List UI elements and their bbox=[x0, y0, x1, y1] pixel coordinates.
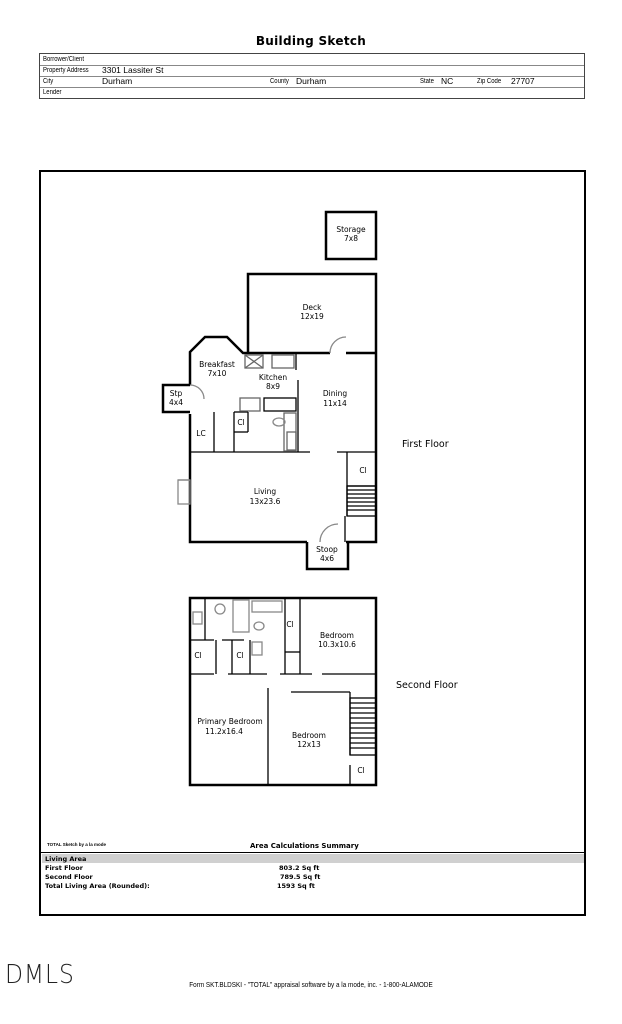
summary-row-value: 803.2 Sq ft bbox=[279, 864, 320, 872]
room-cl-up2: Cl bbox=[194, 651, 201, 660]
room-cl-up4: Cl bbox=[357, 766, 364, 775]
address-label: Property Address bbox=[43, 67, 89, 74]
room-bedroom1-size: 10.3x10.6 bbox=[318, 640, 356, 649]
room-dining: Dining bbox=[323, 389, 347, 398]
lender-row: Lender bbox=[40, 87, 584, 98]
room-primary-bedroom: Primary Bedroom bbox=[197, 717, 262, 726]
summary-row-value: 789.5 Sq ft bbox=[280, 873, 321, 881]
living-area-band bbox=[42, 854, 584, 863]
county-value: Durham bbox=[296, 76, 327, 86]
living-area-heading: Living Area bbox=[45, 855, 87, 863]
summary-row-label: First Floor bbox=[45, 864, 83, 872]
room-stp: Stp bbox=[170, 389, 183, 398]
storage-outline bbox=[324, 210, 378, 261]
room-primary-bedroom-size: 11.2x16.4 bbox=[205, 727, 243, 736]
room-living: Living bbox=[254, 487, 277, 496]
room-breakfast: Breakfast bbox=[199, 360, 235, 369]
room-cl-up1: Cl bbox=[286, 620, 293, 629]
zip-label: Zip Code bbox=[477, 78, 502, 85]
footer-text: Form SKT.BLDSKI - "TOTAL" appraisal soft… bbox=[189, 980, 433, 989]
room-deck: Deck bbox=[303, 303, 323, 312]
room-cl-kitchen: Cl bbox=[237, 418, 244, 427]
summary-divider bbox=[40, 852, 585, 853]
second-floor-label: Second Floor bbox=[396, 680, 458, 691]
city-value: Durham bbox=[102, 76, 133, 86]
first-floor-label: First Floor bbox=[402, 439, 449, 450]
dmls-watermark: DMLS bbox=[5, 960, 75, 990]
state-label: State bbox=[420, 78, 434, 85]
room-living-size: 13x23.6 bbox=[250, 497, 281, 506]
room-storage-size: 7x8 bbox=[344, 234, 358, 243]
room-cl-up3: Cl bbox=[236, 651, 243, 660]
deck-outline bbox=[246, 272, 378, 353]
summary-row-label: Second Floor bbox=[45, 873, 93, 881]
address-value: 3301 Lassiter St bbox=[102, 65, 164, 75]
sketch-frame bbox=[39, 170, 586, 916]
room-stoop-size: 4x6 bbox=[320, 554, 334, 563]
room-bedroom2-size: 12x13 bbox=[297, 740, 321, 749]
room-stoop: Stoop bbox=[316, 545, 338, 554]
room-kitchen: Kitchen bbox=[259, 373, 287, 382]
lender-label: Lender bbox=[43, 89, 62, 96]
stoop-outline bbox=[305, 542, 350, 571]
page-title: Building Sketch bbox=[255, 34, 367, 48]
room-kitchen-size: 8x9 bbox=[266, 382, 280, 391]
room-deck-size: 12x19 bbox=[300, 312, 324, 321]
room-bedroom1: Bedroom bbox=[320, 631, 354, 640]
county-label: County bbox=[270, 78, 289, 85]
stp-outline bbox=[161, 383, 190, 414]
room-lc: LC bbox=[196, 429, 205, 438]
borrower-label: Borrower/Client bbox=[43, 56, 85, 63]
room-storage: Storage bbox=[336, 225, 366, 234]
room-dining-size: 11x14 bbox=[323, 399, 347, 408]
second-floor-outline bbox=[188, 596, 378, 787]
summary-row-label: Total Living Area (Rounded): bbox=[45, 882, 150, 890]
zip-value: 27707 bbox=[511, 76, 535, 86]
city-row: City Durham County Durham State NC Zip C… bbox=[40, 76, 584, 88]
room-breakfast-size: 7x10 bbox=[208, 369, 227, 378]
room-stp-size: 4x4 bbox=[169, 398, 183, 407]
room-cl-stair: Cl bbox=[359, 466, 366, 475]
address-row: Property Address 3301 Lassiter St bbox=[40, 65, 584, 77]
header-table: Borrower/Client Property Address 3301 La… bbox=[39, 53, 585, 99]
software-note: TOTAL Sketch by a la mode bbox=[47, 842, 107, 847]
summary-row-value: 1593 Sq ft bbox=[277, 882, 315, 890]
borrower-row: Borrower/Client bbox=[40, 54, 584, 66]
summary-title: Area Calculations Summary bbox=[250, 842, 359, 850]
city-label: City bbox=[43, 78, 54, 85]
state-value: NC bbox=[441, 76, 454, 86]
room-bedroom2: Bedroom bbox=[292, 731, 326, 740]
